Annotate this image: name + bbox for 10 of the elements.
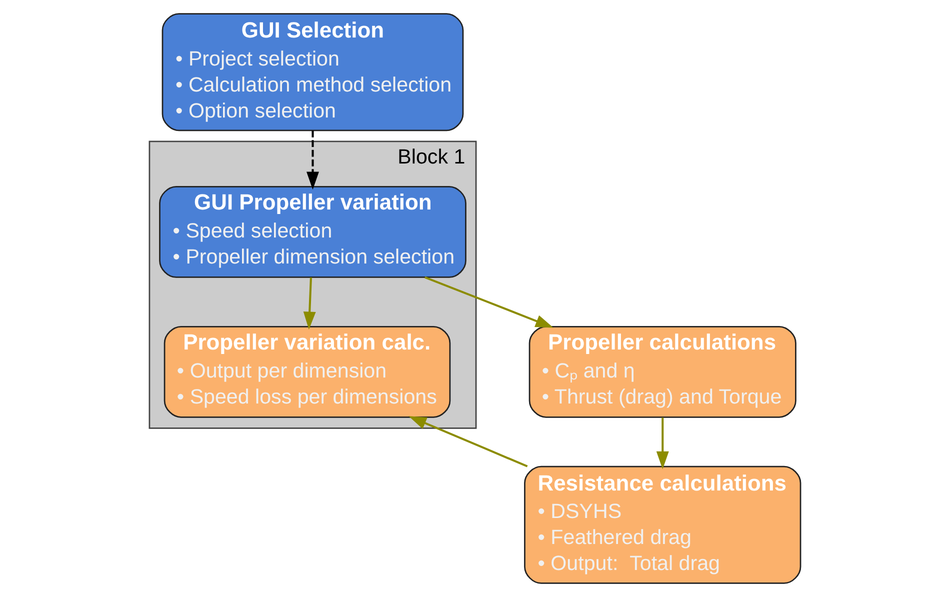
node-box: Resistance calculations • DSYHS • Feathered drag • Output: Total drag: [524, 466, 802, 584]
arrow: [424, 276, 554, 328]
arrow: [303, 277, 316, 330]
arrow: [408, 416, 528, 468]
node-box: Propeller calculations • Cₚ and η • Thrust (drag) and Torque: [528, 326, 796, 418]
node-box: Propeller variation calc. • Output per dimension • Speed loss per dimensions: [164, 326, 451, 418]
node-box: GUI Propeller variation • Speed selection • Propeller dimension selection: [159, 186, 466, 278]
arrow: [656, 418, 669, 470]
node-box: GUI Selection • Project selection • Calculation method selection • Option selection: [162, 13, 464, 132]
arrow: [306, 130, 319, 190]
